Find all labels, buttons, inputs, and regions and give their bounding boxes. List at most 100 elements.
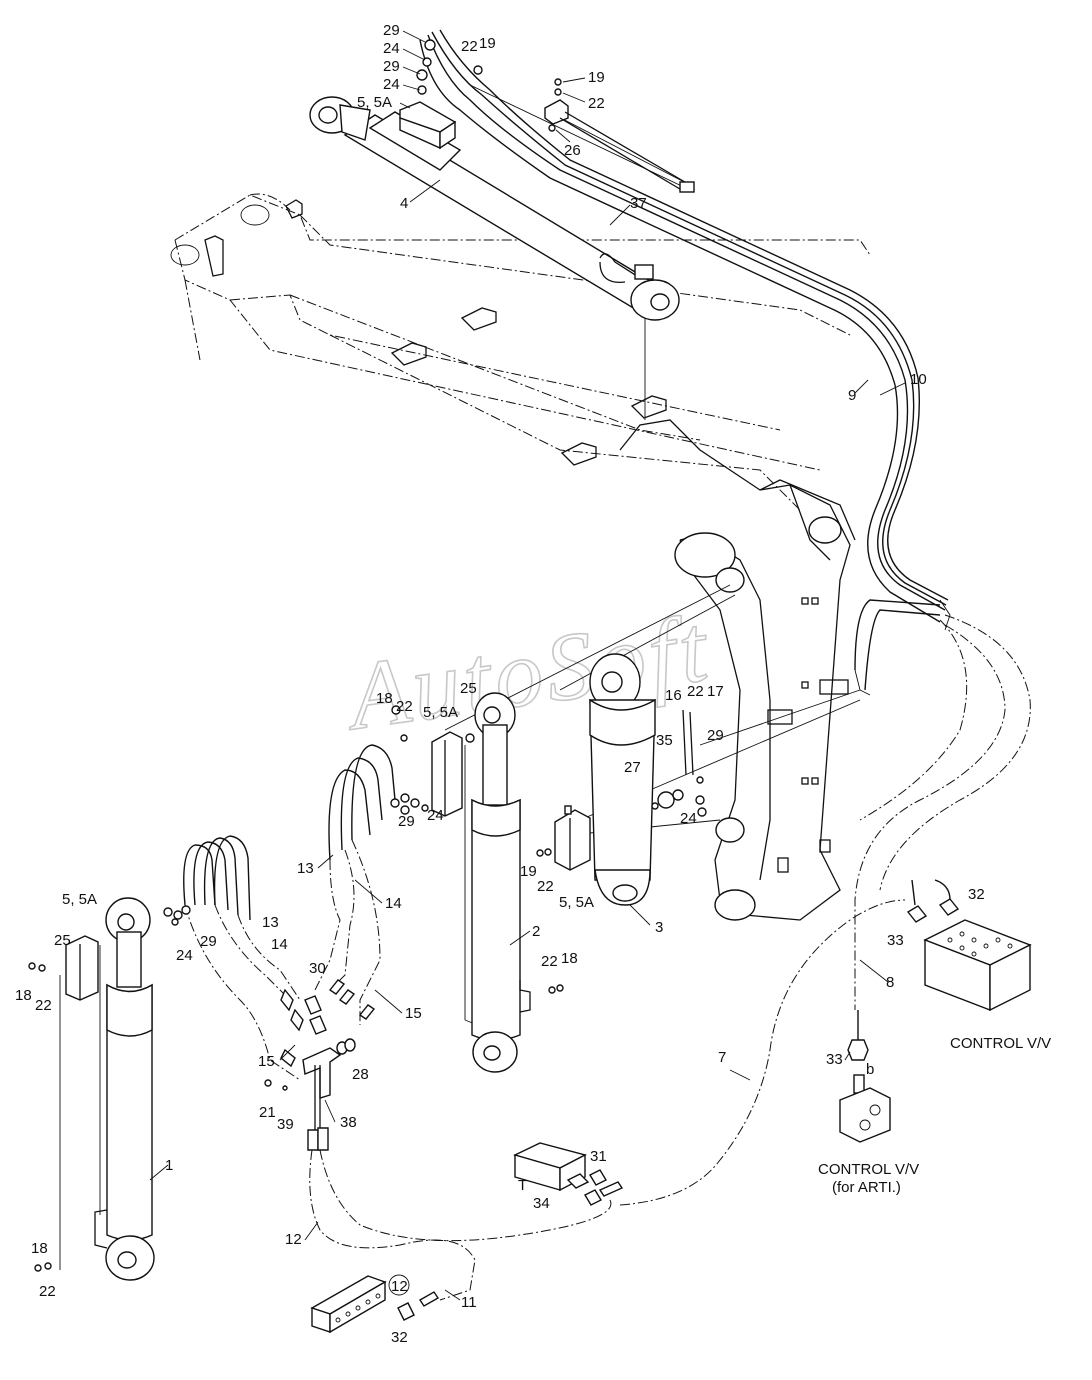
- control-valve-label: CONTROL V/V: [950, 1035, 1051, 1052]
- bracket-26: [544, 99, 695, 193]
- callout-22: 22: [461, 38, 478, 55]
- callout-33: 33: [887, 932, 904, 949]
- bracket-38: [302, 1047, 342, 1151]
- callout-32: 32: [391, 1329, 408, 1346]
- callout-30: 30: [309, 960, 326, 977]
- callout-14: 14: [385, 895, 402, 912]
- callout-19: 19: [479, 35, 496, 52]
- callout-29: 29: [200, 933, 217, 950]
- boom: [619, 419, 856, 921]
- callout-34: 34: [533, 1195, 550, 1212]
- callout-9: 9: [848, 387, 856, 404]
- boom-cylinder-3: [589, 653, 656, 906]
- callout-numbers: 29 24 29 24 22 19 5, 5A 19 22 26 4 37 10…: [15, 22, 985, 1346]
- callout-37: 37: [630, 195, 647, 212]
- small-fittings: [28, 39, 707, 1272]
- fitting-30-group: [280, 979, 376, 1068]
- callout-17: 17: [707, 683, 724, 700]
- arm-brackets: [204, 199, 667, 466]
- callout-33: 33: [826, 1051, 843, 1068]
- bottom-manifold: [310, 1275, 439, 1334]
- valve-block-left: [65, 935, 99, 1001]
- callout-24: 24: [427, 807, 444, 824]
- callout-21: 21: [259, 1104, 276, 1121]
- arm-outline: [170, 193, 871, 511]
- callout-22: 22: [541, 953, 558, 970]
- callout-22: 22: [39, 1283, 56, 1300]
- callout-29: 29: [398, 813, 415, 830]
- callout-25: 25: [460, 680, 477, 697]
- callout-2: 2: [532, 923, 540, 940]
- callout-22: 22: [396, 698, 413, 715]
- callout-10: 10: [910, 371, 927, 388]
- callout-22: 22: [537, 878, 554, 895]
- hoses-9-10: [419, 29, 1031, 1010]
- control-valve-block: [906, 879, 1032, 1012]
- control-valve-arti: [839, 1010, 891, 1143]
- fitting-28: [336, 1038, 356, 1055]
- callout-28: 28: [352, 1066, 369, 1083]
- callout-31: 31: [590, 1148, 607, 1165]
- cylinder-1: [94, 897, 155, 1281]
- block-t: [513, 1142, 624, 1206]
- callout-5-5a: 5, 5A: [559, 894, 594, 911]
- callout-7: 7: [718, 1049, 726, 1066]
- callout-16: 16: [665, 687, 682, 704]
- callout-39: 39: [277, 1116, 294, 1133]
- callout-25: 25: [54, 932, 71, 949]
- callout-8: 8: [886, 974, 894, 991]
- hose-loops-upper: [314, 744, 396, 1025]
- watermark: AutoSoft: [337, 593, 717, 750]
- callout-26: 26: [564, 142, 581, 159]
- hoses-11-12: [309, 899, 906, 1301]
- callout-24: 24: [176, 947, 193, 964]
- callout-5-5a: 5, 5A: [62, 891, 97, 908]
- text-labels: CONTROL V/V CONTROL V/V (for ARTI.) T b: [518, 1035, 1051, 1196]
- callout-18: 18: [15, 987, 32, 1004]
- valve-block-top: [399, 101, 457, 150]
- valve-block-right: [554, 805, 591, 871]
- callout-19: 19: [520, 863, 537, 880]
- callout-13: 13: [297, 860, 314, 877]
- callout-5-5a: 5, 5A: [423, 704, 458, 721]
- callout-15: 15: [258, 1053, 275, 1070]
- callout-3: 3: [655, 919, 663, 936]
- callout-18: 18: [31, 1240, 48, 1257]
- callout-22: 22: [687, 683, 704, 700]
- callout-12: 12: [285, 1231, 302, 1248]
- valve-block-middle: [431, 731, 463, 817]
- callout-29: 29: [383, 22, 400, 39]
- callout-11: 11: [461, 1294, 477, 1311]
- callout-4: 4: [400, 195, 408, 212]
- port-b-label: b: [866, 1061, 874, 1078]
- callout-29: 29: [383, 58, 400, 75]
- port-t-label: T: [518, 1177, 527, 1194]
- callout-leaders: [149, 30, 906, 1301]
- callout-1: 1: [165, 1157, 173, 1174]
- callout-27: 27: [624, 759, 641, 776]
- callout-24: 24: [383, 40, 400, 57]
- callout-29: 29: [707, 727, 724, 744]
- callout-18: 18: [376, 690, 393, 707]
- callout-24: 24: [680, 810, 697, 827]
- callout-38: 38: [340, 1114, 357, 1131]
- callout-19: 19: [588, 69, 605, 86]
- callout-15: 15: [405, 1005, 422, 1022]
- callout-13: 13: [262, 914, 279, 931]
- callout-18: 18: [561, 950, 578, 967]
- callout-5-5a: 5, 5A: [357, 94, 392, 111]
- callout-22: 22: [35, 997, 52, 1014]
- control-valve-arti-sublabel: (for ARTI.): [832, 1179, 901, 1196]
- callout-24: 24: [383, 76, 400, 93]
- arm-cylinder-4: [309, 96, 680, 321]
- callout-35: 35: [656, 732, 673, 749]
- cylinder-2: [471, 692, 531, 1073]
- callout-22: 22: [588, 95, 605, 112]
- callout-12: 12: [391, 1278, 408, 1295]
- hose-loops-lower: [183, 835, 301, 1081]
- control-valve-arti-label: CONTROL V/V: [818, 1161, 919, 1178]
- callout-14: 14: [271, 936, 288, 953]
- callout-32: 32: [968, 886, 985, 903]
